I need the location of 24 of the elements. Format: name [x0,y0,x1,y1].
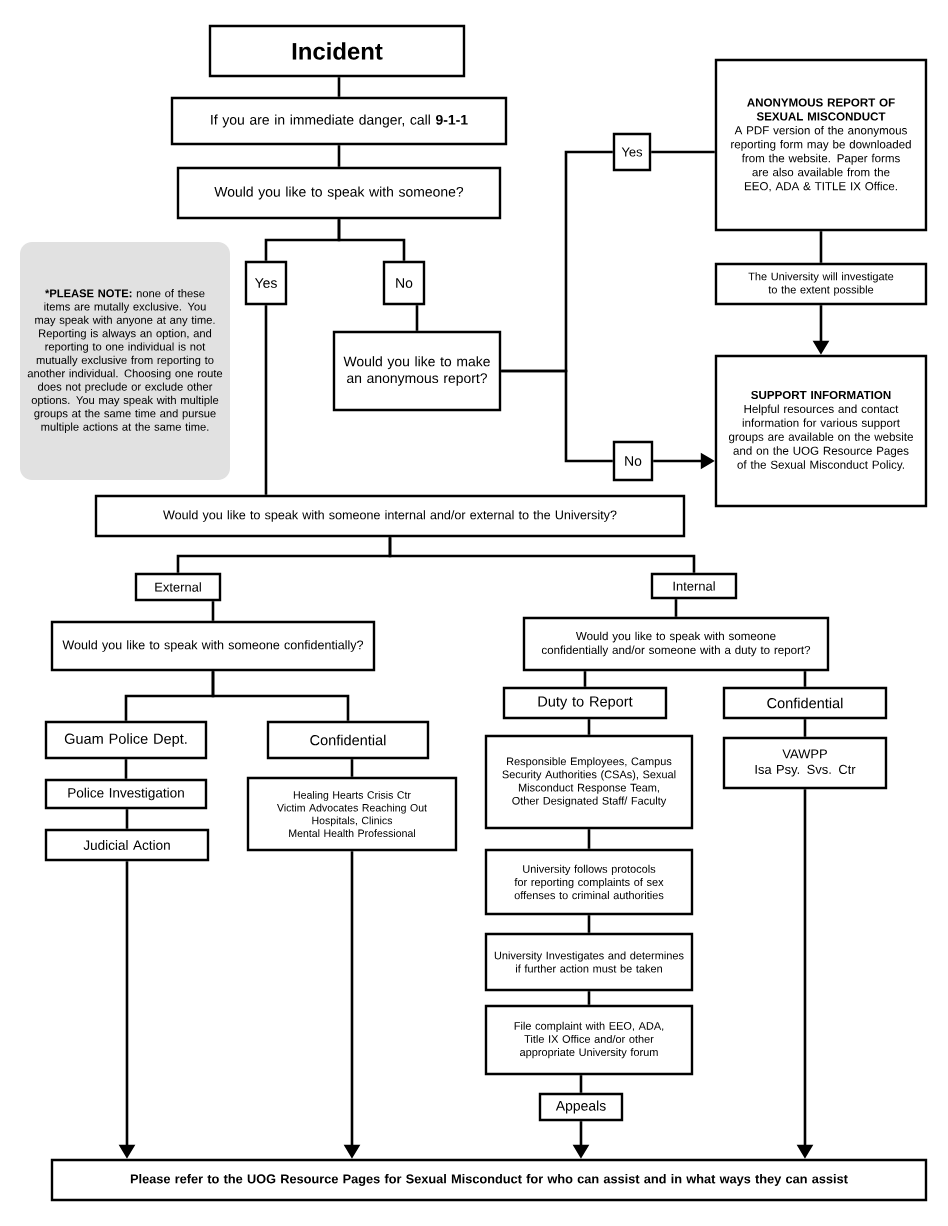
connector-line [819,231,823,263]
connector-line [124,759,128,779]
connector-line [587,991,591,1005]
connector-line [583,671,587,687]
connector-line [803,671,807,687]
connector-line [501,369,613,463]
connector-line [579,1075,583,1093]
connector-line [264,305,268,495]
connector-line [211,601,215,621]
connector-line [125,809,129,829]
connector-line [587,829,591,849]
connector-line [803,719,807,737]
connector-line [337,145,341,167]
connector-line [337,219,406,261]
connector-line [587,719,591,735]
connector-line [415,305,419,331]
connector-line [211,671,350,721]
title-box: Incident [208,24,466,78]
connector-line [350,759,354,777]
connector-line [674,599,678,617]
connector-line [388,537,696,573]
connector-line [337,77,341,97]
connector-line [587,915,591,933]
connector-line [651,150,715,154]
